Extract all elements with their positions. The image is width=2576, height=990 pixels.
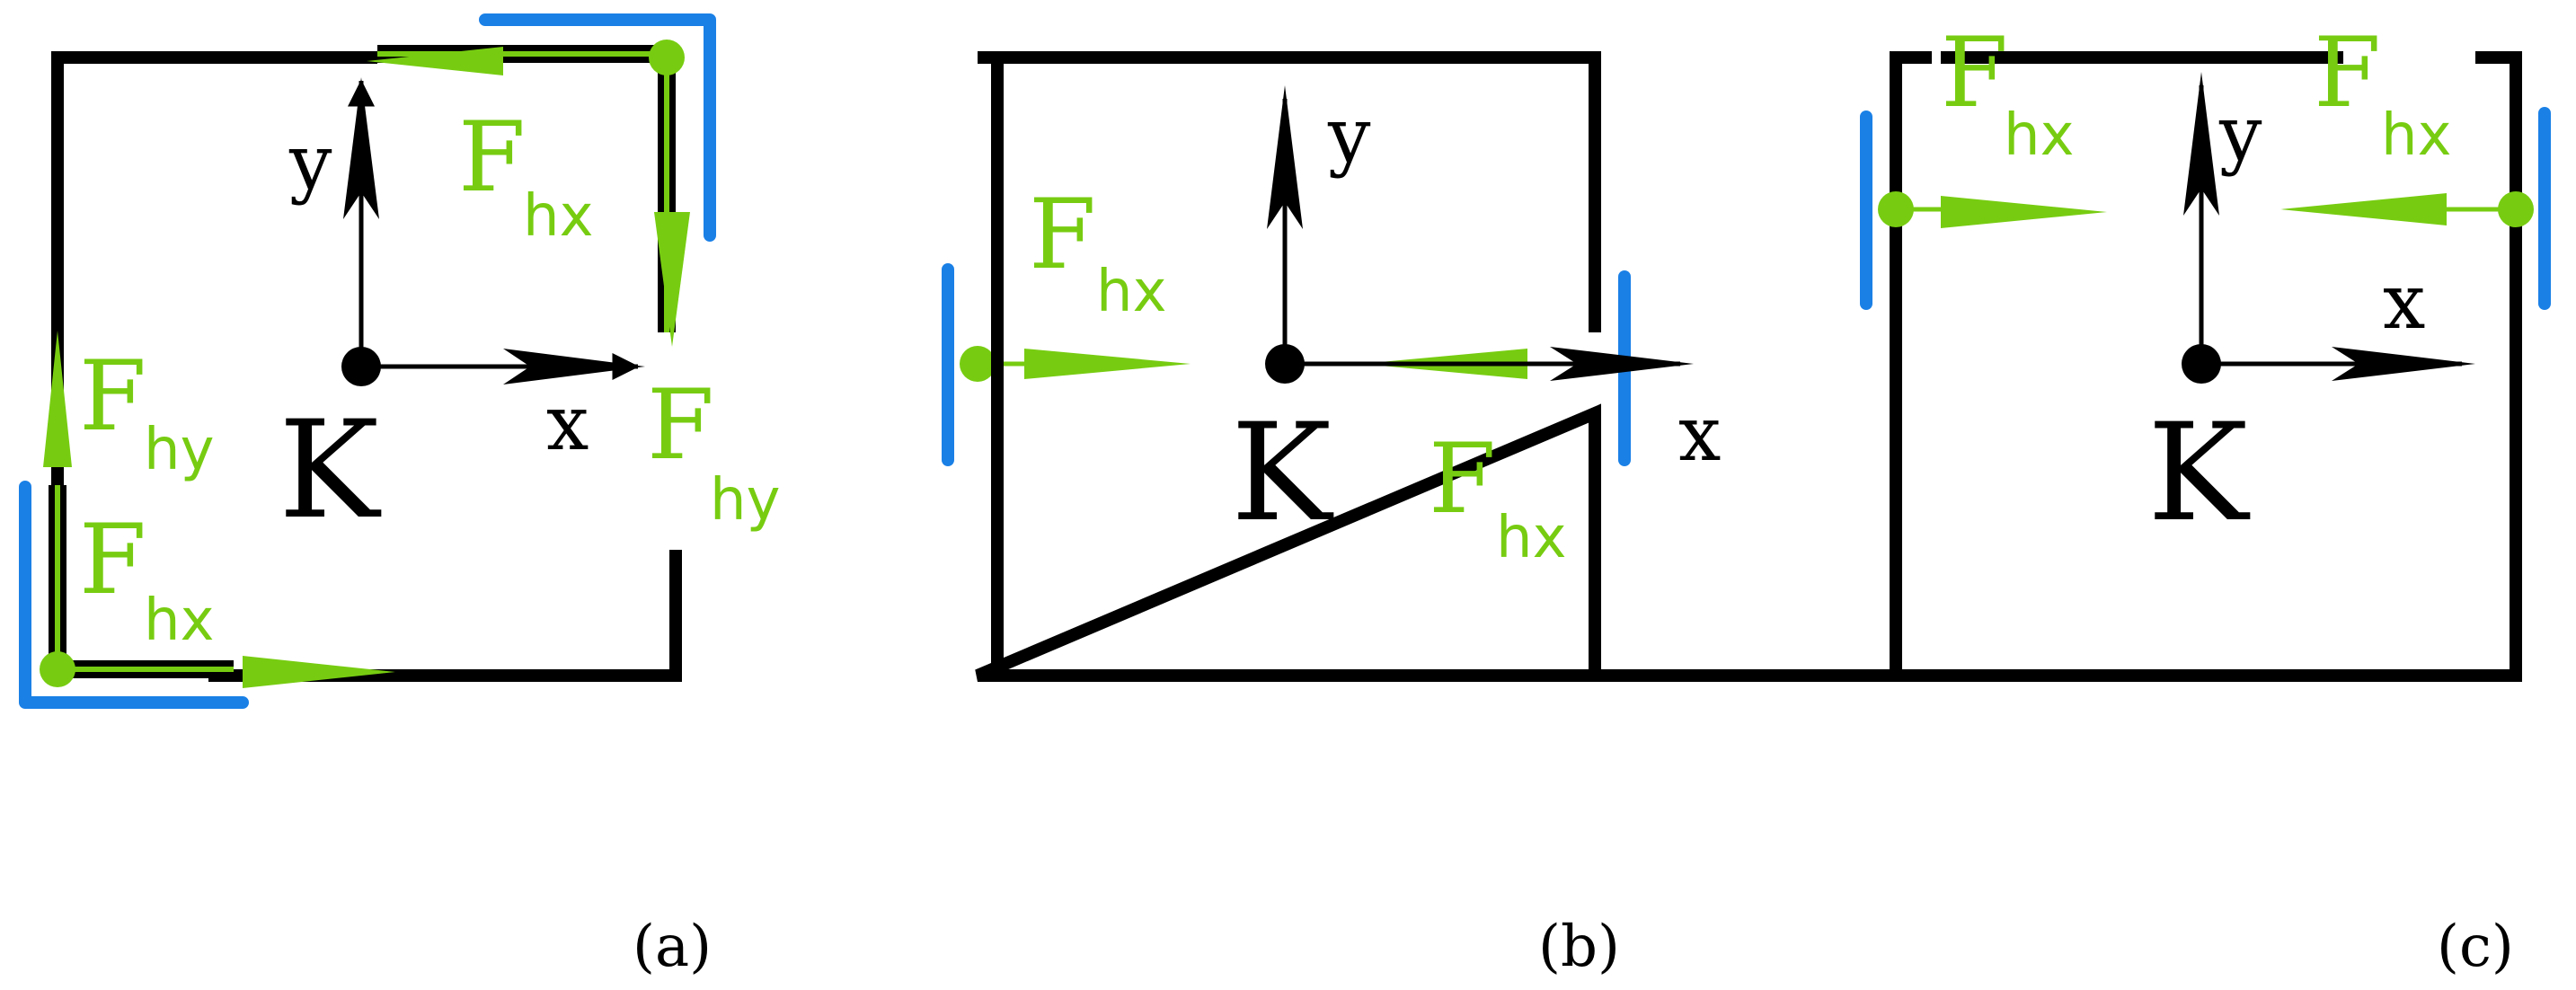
origin-label-c: K (2147, 395, 2251, 552)
force-point-right-c (2498, 191, 2534, 227)
force-subscript: hx (1096, 259, 1166, 325)
force-point-top-right-a (649, 40, 685, 75)
force-point-left-c (1878, 191, 1914, 227)
x-axis-label-a: x (546, 379, 589, 467)
x-axis-label-c: x (2383, 258, 2425, 346)
panel-b: K x y F hx F hx (b) (942, 51, 1721, 980)
force-point-left-b (960, 346, 996, 382)
force-symbol: F (1029, 179, 1096, 291)
force-label-right-b: F hx (1429, 423, 1566, 571)
force-subscript: hy (710, 467, 780, 534)
origin-dot-a (341, 347, 381, 386)
force-symbol: F (647, 369, 714, 482)
panel-label-a: (a) (633, 914, 712, 980)
force-label-right-c: F hx (2314, 17, 2451, 169)
force-arrow-right-a (654, 212, 690, 347)
force-label-left-c: F hx (1941, 17, 2074, 169)
panel-a: K x y F hx F hy F hy F hx (a) (19, 13, 780, 980)
force-subscript: hx (1496, 505, 1566, 571)
origin-dot-b (1265, 344, 1305, 384)
force-symbol: F (458, 102, 526, 214)
y-axis-arrowhead-c (2183, 72, 2219, 216)
x-axis-arrowhead-c (2332, 347, 2475, 381)
x-axis-arrowhead-b (1550, 347, 1694, 381)
y-axis-arrowhead-b (1267, 85, 1303, 229)
x-axis-arrowhead-a (503, 349, 645, 385)
force-arrow-bottom-a (243, 656, 395, 688)
support-line-bottom-left (19, 481, 249, 709)
force-arrow-right-c (2280, 193, 2447, 225)
force-label-left-a: F hy (79, 340, 214, 483)
force-label-left-b: F hx (1029, 179, 1166, 325)
force-subscript: hx (2381, 102, 2451, 169)
force-subscript: hy (144, 417, 214, 483)
force-label-right-a: F hy (647, 369, 780, 534)
force-symbol: F (79, 340, 146, 453)
panel-c: K x y F hx F hx (c) (991, 17, 2551, 980)
force-arrow-top-a (367, 47, 503, 75)
force-subscript: hx (2004, 102, 2074, 169)
force-subscript: hx (523, 183, 593, 250)
origin-label-b: K (1231, 395, 1334, 552)
force-arrow-left-c (1941, 196, 2107, 228)
force-arrow-left-b (1024, 349, 1191, 379)
y-axis-arrowhead-a (343, 77, 379, 219)
origin-label-a: K (279, 393, 382, 549)
panel-label-b: (b) (1538, 914, 1620, 980)
force-point-bottom-left-a (40, 651, 75, 687)
force-subscript: hx (144, 588, 214, 654)
force-symbol: F (79, 504, 146, 616)
force-symbol: F (1429, 423, 1496, 535)
force-label-top-a: F hx (458, 102, 593, 250)
y-axis-label-c: y (2218, 90, 2262, 178)
force-arrow-left-a (43, 331, 72, 467)
x-axis-label-b: x (1678, 390, 1721, 478)
frame-c (991, 51, 2522, 682)
frame-c-main (1890, 51, 2522, 682)
origin-dot-c (2182, 344, 2221, 384)
force-symbol: F (2314, 17, 2381, 129)
force-symbol: F (1941, 17, 2008, 129)
support-line-top-right (479, 13, 716, 242)
y-axis-label-a: y (288, 119, 332, 207)
y-axis-label-b: y (1327, 92, 1371, 180)
panel-label-c: (c) (2437, 914, 2514, 980)
force-label-bottom-a: F hx (79, 504, 214, 654)
